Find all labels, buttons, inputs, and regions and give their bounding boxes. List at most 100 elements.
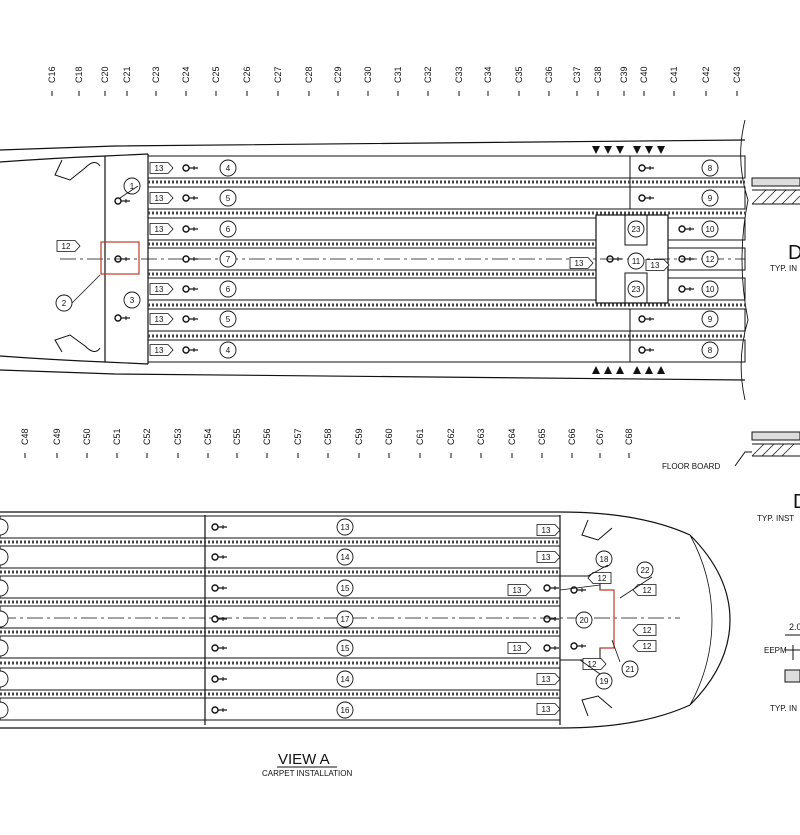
floor-board-label: FLOOR BOARD <box>662 462 720 471</box>
zone-number-circle <box>595 672 613 690</box>
zone-number-circle <box>701 159 719 177</box>
zone-number: 2 <box>62 299 67 308</box>
frame-label: C41 <box>669 66 679 83</box>
tag-label: 12 <box>62 242 71 251</box>
frame-label: C68 <box>624 428 634 445</box>
frame-label: C48 <box>20 428 30 445</box>
tag-label: 13 <box>575 259 584 268</box>
door-symbol-top-1 <box>54 159 101 353</box>
zone-number: 10 <box>706 285 715 294</box>
tag-label: 12 <box>643 626 652 635</box>
frame-label: C33 <box>454 66 464 83</box>
zone-number-circle <box>123 177 141 195</box>
tag-label: 13 <box>513 644 522 653</box>
detail-typ-inst-bottom: TYP. IN <box>770 704 797 713</box>
tie-down-icon <box>114 314 122 322</box>
zone-number: 22 <box>641 566 650 575</box>
top-hull-marks <box>592 146 665 374</box>
zone-number: 13 <box>341 523 350 532</box>
frame-label: C37 <box>572 66 582 83</box>
tie-down-icon <box>211 644 219 652</box>
detail-floor-section-2 <box>734 431 800 467</box>
bottom-seam-hatching <box>0 540 560 696</box>
tag-label: 13 <box>155 164 164 173</box>
frame-label: C52 <box>142 428 152 445</box>
zone-number-circle <box>336 610 354 628</box>
zone-number: 11 <box>632 257 641 266</box>
frame-label: C18 <box>74 66 84 83</box>
tag-marker <box>149 344 174 356</box>
frame-label: C53 <box>173 428 183 445</box>
zone-number: 9 <box>708 194 713 203</box>
tag-marker <box>149 283 174 295</box>
zone-number-circle <box>219 341 237 359</box>
zone-number: 23 <box>632 285 641 294</box>
zone-number-circle <box>219 280 237 298</box>
zone-number-circle <box>219 159 237 177</box>
frame-label: C23 <box>151 66 161 83</box>
tie-down-icon <box>638 315 646 323</box>
frame-label: C38 <box>593 66 603 83</box>
zone-number-circle <box>701 341 719 359</box>
tie-down-icon <box>211 615 219 623</box>
frame-label: C60 <box>384 428 394 445</box>
frame-label: C58 <box>323 428 333 445</box>
tie-down-icon <box>182 285 190 293</box>
tie-down-icon <box>543 615 551 623</box>
zone-number-circle-partial <box>0 639 9 657</box>
tag-marker <box>536 673 561 685</box>
tag-label: 13 <box>542 705 551 714</box>
zone-number-circle <box>621 660 639 678</box>
tag-label: 13 <box>155 315 164 324</box>
zone-number-circle <box>627 280 645 298</box>
zone-number-circle <box>701 189 719 207</box>
top-seam-hatching <box>148 180 745 338</box>
detail-floor-section-3 <box>784 634 800 683</box>
tie-down-icon <box>678 285 686 293</box>
tag-marker <box>149 223 174 235</box>
detail-floor-section-1 <box>751 177 800 205</box>
zone-number: 6 <box>226 225 231 234</box>
frame-label: C67 <box>595 428 605 445</box>
view-title: VIEW A <box>278 751 330 768</box>
tag-marker <box>507 584 532 596</box>
tie-down-icon <box>638 346 646 354</box>
zone-number: 4 <box>226 164 231 173</box>
zone-number: 7 <box>226 255 231 264</box>
frame-label: C51 <box>112 428 122 445</box>
frame-label: C63 <box>476 428 486 445</box>
frame-label: C42 <box>701 66 711 83</box>
zone-number: 5 <box>226 194 231 203</box>
eepm-label: EEPM <box>764 646 787 655</box>
tie-down-icon <box>211 675 219 683</box>
zone-number-circle <box>336 701 354 719</box>
frame-label: C30 <box>363 66 373 83</box>
tag-marker <box>507 642 532 654</box>
detail-d-letter-mid: D <box>793 491 800 513</box>
leader-line <box>71 274 101 304</box>
zone-number: 6 <box>226 285 231 294</box>
tag-label: 12 <box>643 642 652 651</box>
frame-label: C39 <box>619 66 629 83</box>
frame-label: C27 <box>273 66 283 83</box>
tag-marker <box>632 640 657 652</box>
leader-line <box>559 584 601 591</box>
tie-down-icon <box>114 197 122 205</box>
zone-number: 19 <box>600 677 609 686</box>
tag-label: 13 <box>155 225 164 234</box>
tie-down-icon <box>638 194 646 202</box>
zone-number: 15 <box>341 584 350 593</box>
tie-down-icon <box>638 164 646 172</box>
frame-label: C28 <box>304 66 314 83</box>
frame-label: C56 <box>262 428 272 445</box>
zone-number-circle <box>219 250 237 268</box>
frame-label: C49 <box>52 428 62 445</box>
tie-down-icon <box>543 644 551 652</box>
tag-marker <box>632 624 657 636</box>
zone-number: 16 <box>341 706 350 715</box>
frame-label: C26 <box>242 66 252 83</box>
frame-label: C35 <box>514 66 524 83</box>
tag-marker <box>645 259 670 271</box>
zone-number-circle <box>219 220 237 238</box>
tie-down-icon <box>211 706 219 714</box>
